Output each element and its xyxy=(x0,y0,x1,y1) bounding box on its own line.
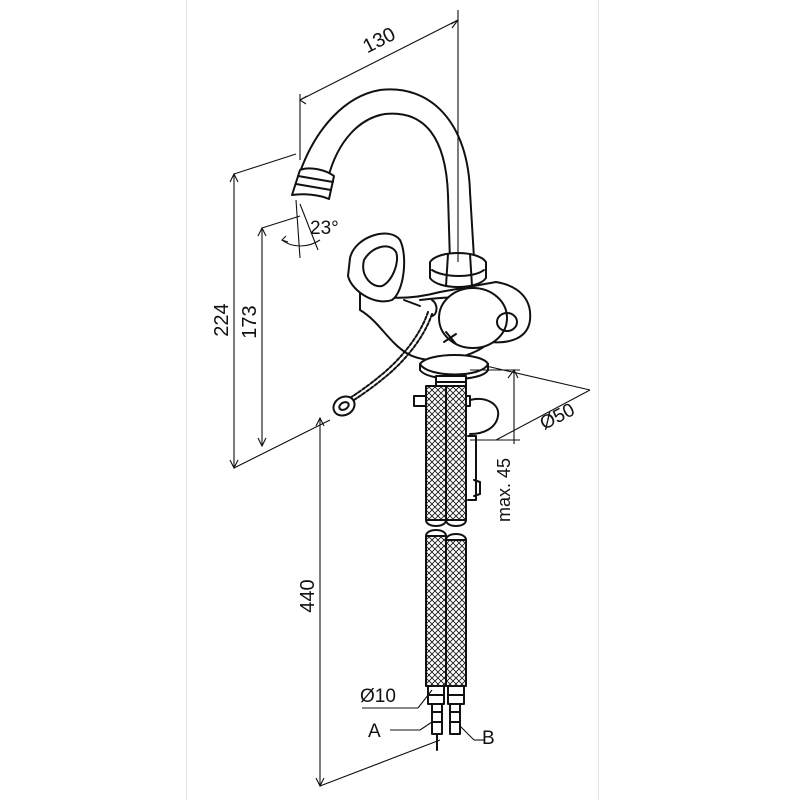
hose-fittings xyxy=(427,685,465,751)
dim-counter-thickness xyxy=(470,369,520,441)
label-connection-a: A xyxy=(368,721,381,742)
lever-handle xyxy=(347,232,421,307)
label-base-diameter: Ø50 xyxy=(537,400,579,435)
chain-ring xyxy=(332,395,356,417)
popup-chain xyxy=(349,299,438,401)
frame-left-line xyxy=(186,0,187,800)
control-knob xyxy=(438,287,518,349)
dim-aerator-height xyxy=(257,215,301,448)
label-counter-thickness: max. 45 xyxy=(494,458,514,522)
frame-right-line xyxy=(598,0,599,800)
label-hose-diameter: Ø10 xyxy=(360,686,396,707)
label-aerator-height: 173 xyxy=(239,305,261,338)
swivel-nut xyxy=(429,252,487,288)
dim-spout-reach xyxy=(298,10,459,262)
spout xyxy=(299,88,475,263)
label-swivel-angle: 23° xyxy=(310,218,339,239)
aerator xyxy=(291,167,335,200)
dim-base-diameter xyxy=(485,365,591,444)
label-total-height: 224 xyxy=(211,303,233,336)
label-hose-length: 440 xyxy=(297,579,319,612)
dim-hose-diameter-leader xyxy=(362,689,433,709)
dim-hose-length xyxy=(315,416,441,788)
label-connection-b: B xyxy=(482,728,495,749)
dim-swivel-angle xyxy=(280,199,321,259)
dim-total-height xyxy=(229,153,331,470)
connection-leaders xyxy=(390,721,484,741)
flexible-hoses xyxy=(425,385,467,687)
